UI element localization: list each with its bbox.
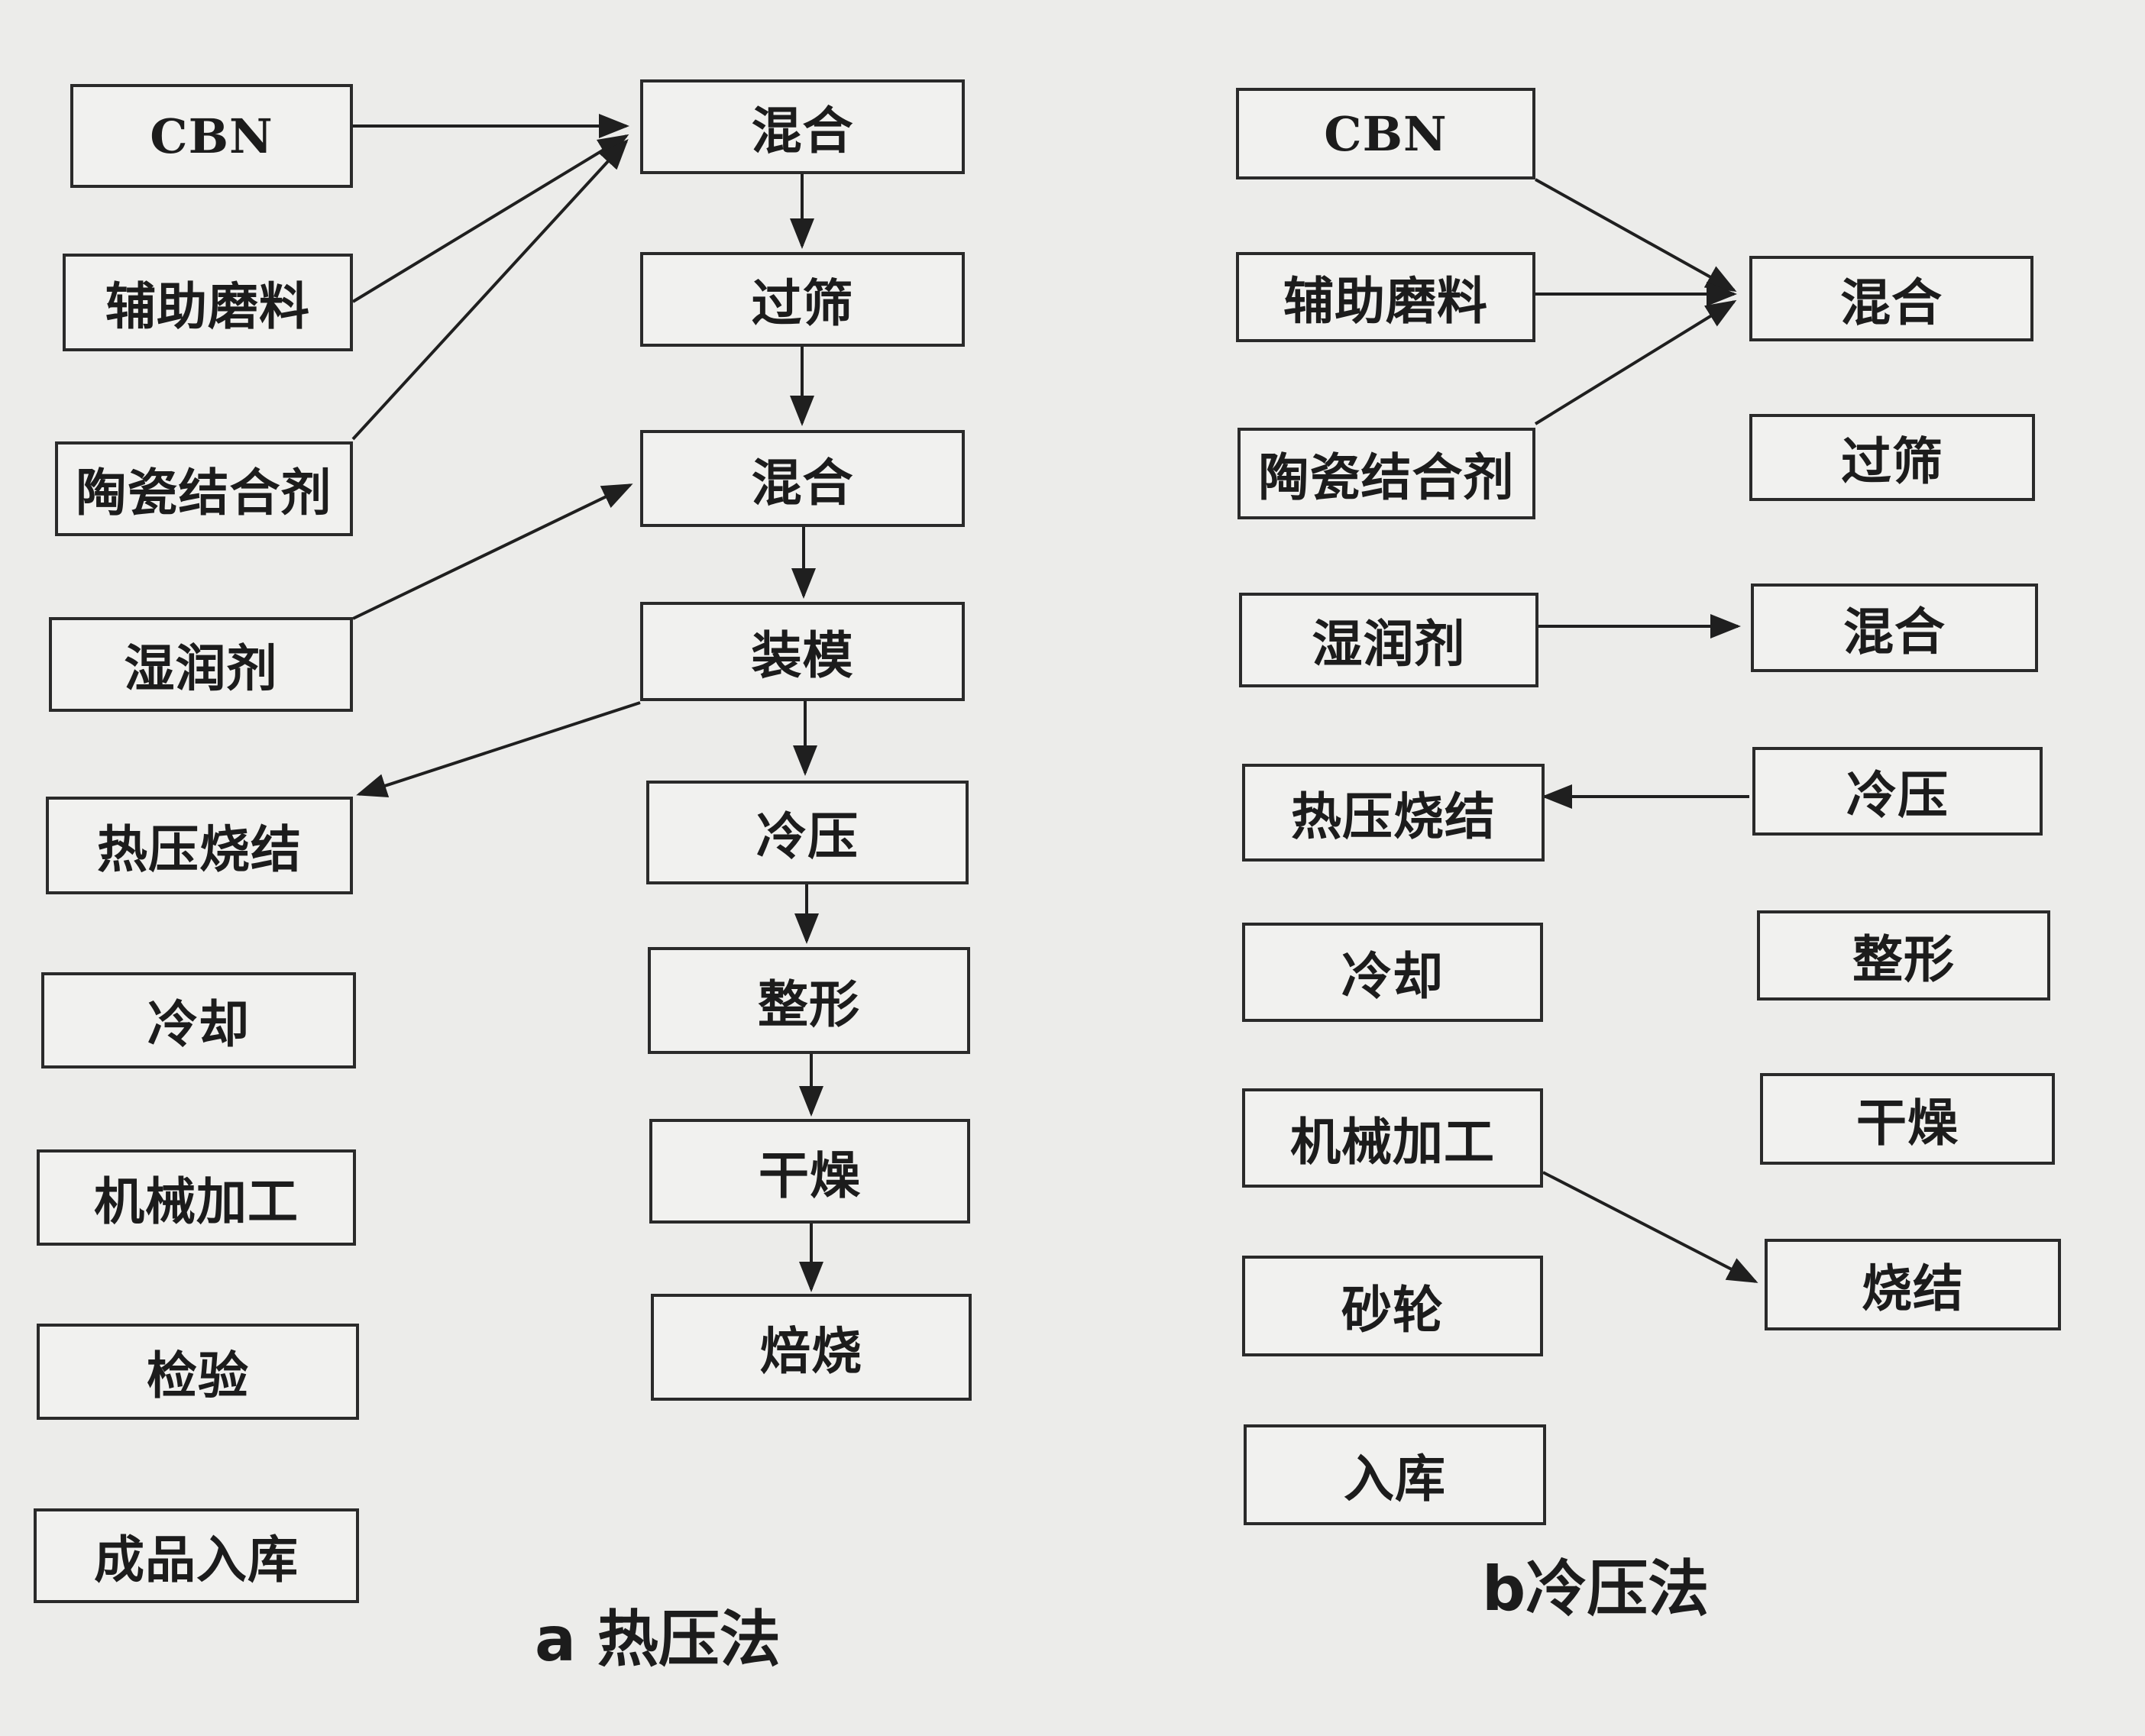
arrow-a-abrasive-to-mix1 xyxy=(351,134,629,303)
node-a-shaping: 整形 xyxy=(648,947,970,1054)
node-a-mixing-1: 混合 xyxy=(640,79,965,174)
node-a-hot-press-sintering: 热压烧结 xyxy=(46,797,353,894)
node-a-machining: 机械加工 xyxy=(37,1149,356,1246)
arrow-a-wetting-to-mix2 xyxy=(352,483,633,620)
node-a-auxiliary-abrasive: 辅助磨料 xyxy=(63,254,353,351)
node-b-drying: 干燥 xyxy=(1760,1073,2055,1165)
node-a-mixing-2: 混合 xyxy=(640,430,965,527)
node-b-auxiliary-abrasive: 辅助磨料 xyxy=(1236,252,1535,342)
node-b-ceramic-binder: 陶瓷结合剂 xyxy=(1238,428,1535,519)
node-a-cold-press: 冷压 xyxy=(646,781,969,884)
node-b-grinding-wheel: 砂轮 xyxy=(1242,1256,1543,1356)
node-a-drying: 干燥 xyxy=(649,1119,970,1224)
node-b-machining: 机械加工 xyxy=(1242,1088,1543,1188)
node-a-sieving: 过筛 xyxy=(640,252,965,347)
arrow-a-binder-to-mix1 xyxy=(351,139,629,441)
node-a-wetting-agent: 湿润剂 xyxy=(49,617,353,712)
node-b-cold-press: 冷压 xyxy=(1752,747,2043,836)
node-b-mixing-2: 混合 xyxy=(1751,584,2038,672)
arrow-b-cbn-to-mix xyxy=(1535,178,1737,292)
arrow-b-binder-to-mix xyxy=(1534,299,1737,425)
arrow-a-mold-to-hotpress xyxy=(356,701,641,798)
node-b-storage: 入库 xyxy=(1244,1424,1546,1525)
node-b-sintering: 烧结 xyxy=(1765,1239,2061,1330)
node-a-finished-storage: 成品入库 xyxy=(34,1508,359,1603)
node-b-cooling: 冷却 xyxy=(1242,923,1543,1022)
node-b-wetting-agent: 湿润剂 xyxy=(1239,593,1538,687)
node-b-cbn: CBN xyxy=(1236,88,1535,179)
node-b-shaping: 整形 xyxy=(1757,910,2050,1001)
node-a-cbn: CBN xyxy=(70,84,353,188)
node-a-inspection: 检验 xyxy=(37,1324,359,1420)
node-a-mold-loading: 装模 xyxy=(640,602,965,701)
node-a-roasting: 焙烧 xyxy=(651,1294,972,1401)
node-b-hot-press-sintering: 热压烧结 xyxy=(1242,764,1545,862)
node-a-cooling: 冷却 xyxy=(41,972,356,1068)
node-a-ceramic-binder: 陶瓷结合剂 xyxy=(55,441,353,536)
node-b-sieving: 过筛 xyxy=(1749,414,2035,501)
node-b-mixing-1: 混合 xyxy=(1749,256,2033,341)
caption-a-hot-press-method: a 热压法 xyxy=(535,1604,781,1675)
caption-b-cold-press-method: b冷压法 xyxy=(1482,1553,1710,1624)
arrow-b-machining-to-sintering xyxy=(1542,1171,1758,1283)
